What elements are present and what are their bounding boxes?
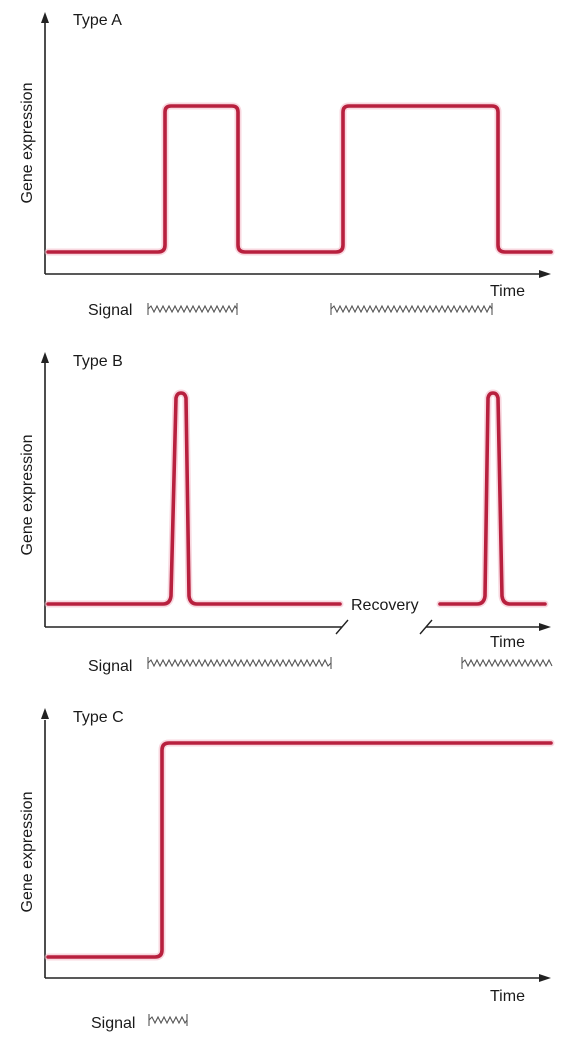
expression-curve (46, 104, 553, 254)
panel-title: Type C (73, 709, 124, 726)
signal-indicator (148, 1014, 188, 1026)
expression-curve-glow (44, 739, 555, 961)
recovery-label: Recovery (351, 597, 419, 614)
y-axis-label: Gene expression (19, 83, 36, 204)
x-axis-label: Time (490, 283, 525, 300)
expression-curve-1 (46, 391, 342, 606)
panel-type-b: Type B Gene expression Time Recovery Sig… (19, 352, 553, 675)
x-axis-arrow (539, 270, 551, 278)
y-axis-arrow (41, 352, 49, 363)
x-axis-label: Time (490, 988, 525, 1005)
panel-title: Type B (73, 353, 123, 370)
expression-curve-glow (44, 102, 555, 256)
x-axis-arrow (539, 974, 551, 982)
expression-curve (46, 741, 553, 959)
x-axis-label: Time (490, 634, 525, 651)
x-axis-arrow (539, 623, 551, 631)
signal-label: Signal (88, 302, 132, 319)
y-axis-arrow (41, 708, 49, 719)
signal-indicator-1 (147, 303, 238, 315)
y-axis-label: Gene expression (19, 435, 36, 556)
expression-curve-glow-1 (44, 389, 344, 608)
expression-curve-glow-2 (436, 389, 549, 608)
signal-label: Signal (91, 1015, 135, 1032)
panel-type-a: Type A Gene expression Time Signal (19, 12, 555, 319)
expression-curve-2 (438, 391, 547, 606)
signal-indicator-1 (147, 657, 332, 669)
signal-label: Signal (88, 658, 132, 675)
y-axis-label: Gene expression (19, 792, 36, 913)
signal-indicator-2 (461, 657, 553, 669)
panel-type-c: Type C Gene expression Time Signal (19, 708, 555, 1032)
signal-indicator-2 (330, 303, 493, 315)
y-axis-arrow (41, 12, 49, 23)
axis-break-left (335, 619, 349, 635)
panel-title: Type A (73, 12, 122, 29)
